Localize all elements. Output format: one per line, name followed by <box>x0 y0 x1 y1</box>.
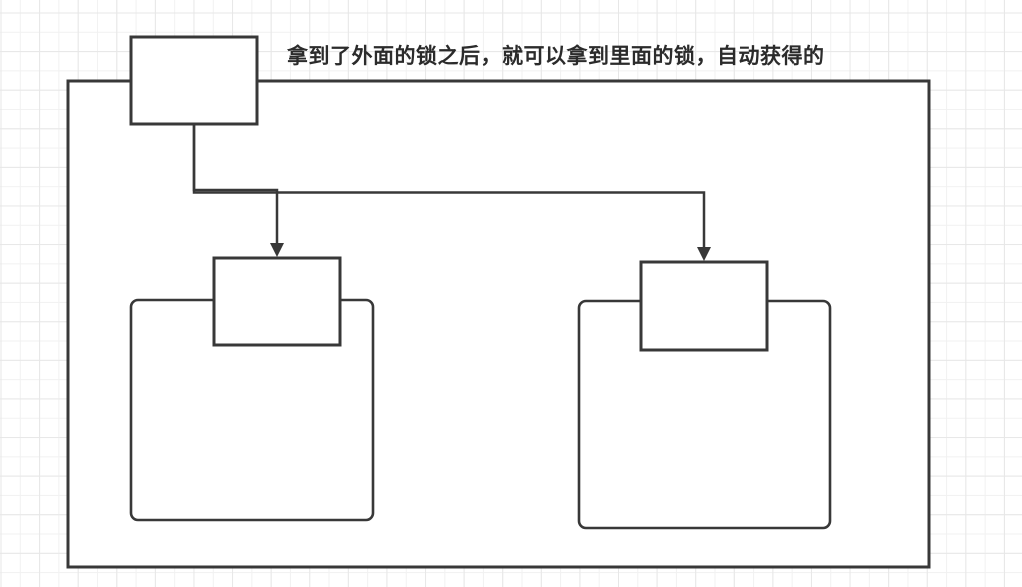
top-node-rect[interactable] <box>129 35 259 126</box>
connector-top-to-right[interactable] <box>192 124 711 261</box>
connector-top-to-right-line <box>192 124 706 247</box>
arrowhead-left-icon <box>270 243 284 257</box>
left-node-rect[interactable] <box>212 256 342 347</box>
right-node-rect[interactable] <box>639 260 769 352</box>
arrowhead-right-icon <box>697 247 711 261</box>
annotation-text[interactable]: 拿到了外面的锁之后，就可以拿到里面的锁，自动获得的 <box>287 45 825 68</box>
